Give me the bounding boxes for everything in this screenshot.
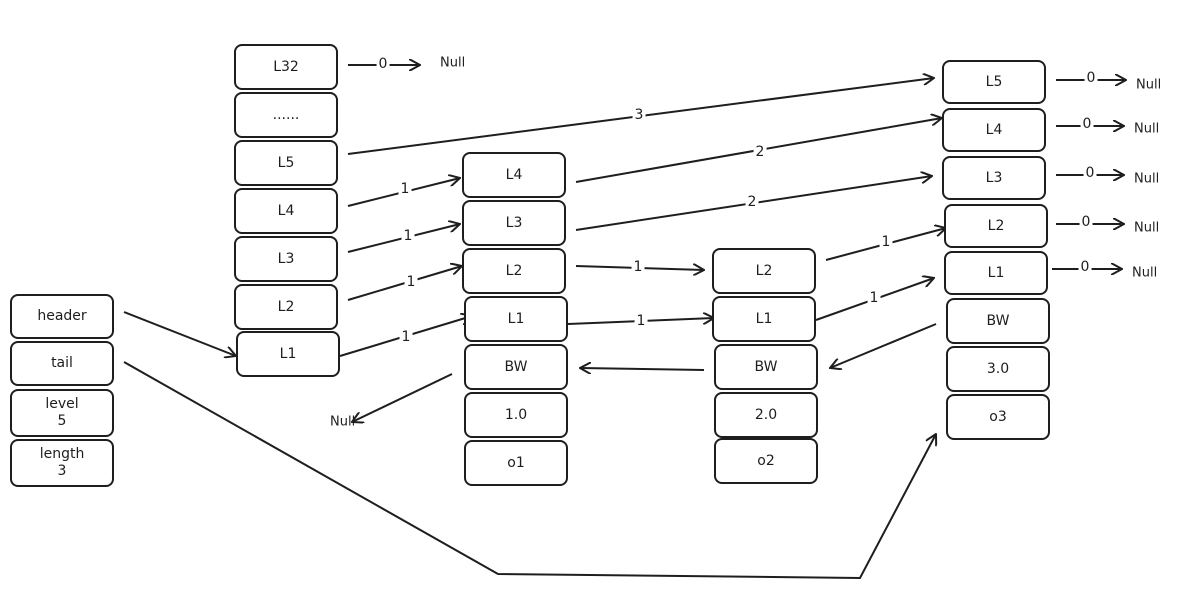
node2-level-l1: L1 xyxy=(712,296,816,342)
null-head-l32: Null xyxy=(440,55,466,71)
span-label-n3-l2: 0 xyxy=(1079,214,1093,230)
node3-backward: BW xyxy=(946,298,1050,344)
n1-bw-arrow xyxy=(352,373,453,422)
node1-score: 1.0 xyxy=(464,392,568,438)
head-level-l2: L2 xyxy=(234,284,338,330)
node1-level-l2: L2 xyxy=(462,248,566,294)
head-level-l32: L32 xyxy=(234,44,338,90)
span-label-n3-l4: 0 xyxy=(1080,116,1094,132)
head-level-l3: L3 xyxy=(234,236,338,282)
node3-score: 3.0 xyxy=(946,346,1050,392)
null-n3-l3: Null xyxy=(1134,171,1160,187)
span-label-n1-l2: 1 xyxy=(631,259,645,275)
n2-bw-arrow xyxy=(580,368,705,370)
head-level-l5: L5 xyxy=(234,140,338,186)
node3-level-l1: L1 xyxy=(944,251,1048,295)
span-label-n1-l1: 1 xyxy=(634,313,648,329)
span-label-n3-l5: 0 xyxy=(1084,70,1098,86)
node1-backward: BW xyxy=(464,344,568,390)
node3-member: o3 xyxy=(946,394,1050,440)
span-label-n3-l3: 0 xyxy=(1083,165,1097,181)
tail-pointer-arrow xyxy=(123,361,936,580)
span-label-head-l32: 0 xyxy=(376,56,390,72)
node1-level-l3: L3 xyxy=(462,200,566,246)
head-level-l1: L1 xyxy=(236,331,340,377)
node3-level-l5: L5 xyxy=(942,60,1046,104)
node3-level-l4: L4 xyxy=(942,108,1046,152)
span-label-n2-l1: 1 xyxy=(867,290,881,306)
length-field: length 3 xyxy=(10,439,114,487)
span-label-head-l5: 3 xyxy=(632,107,646,123)
node1-level-l4: L4 xyxy=(462,152,566,198)
n3-bw-arrow xyxy=(830,323,937,368)
node2-level-l2: L2 xyxy=(712,248,816,294)
node1-level-l1: L1 xyxy=(464,296,568,342)
header-pointer-arrow xyxy=(123,311,236,356)
node3-level-l3: L3 xyxy=(942,156,1046,200)
node2-backward: BW xyxy=(714,344,818,390)
span-label-head-l3: 1 xyxy=(401,228,415,244)
span-label-n2-l2: 1 xyxy=(879,234,893,250)
header-field: header xyxy=(10,294,114,339)
node3-level-l2: L2 xyxy=(944,204,1048,248)
span-label-head-l4: 1 xyxy=(398,181,412,197)
null-n3-l2: Null xyxy=(1134,220,1160,236)
null-n3-l4: Null xyxy=(1134,121,1160,137)
null-n1-backward: Null xyxy=(330,414,356,430)
node1-member: o1 xyxy=(464,440,568,486)
tail-field: tail xyxy=(10,341,114,386)
node2-score: 2.0 xyxy=(714,392,818,438)
span-label-n1-l3: 2 xyxy=(745,194,759,210)
span-label-head-l1: 1 xyxy=(399,329,413,345)
null-n3-l5: Null xyxy=(1136,77,1162,93)
head-level-ellipsis: ...... xyxy=(234,92,338,138)
span-label-n1-l4: 2 xyxy=(753,144,767,160)
level-field: level 5 xyxy=(10,389,114,437)
head-level-l4: L4 xyxy=(234,188,338,234)
span-label-n3-l1: 0 xyxy=(1078,259,1092,275)
span-label-head-l2: 1 xyxy=(404,274,418,290)
null-n3-l1: Null xyxy=(1132,265,1158,281)
node2-member: o2 xyxy=(714,438,818,484)
